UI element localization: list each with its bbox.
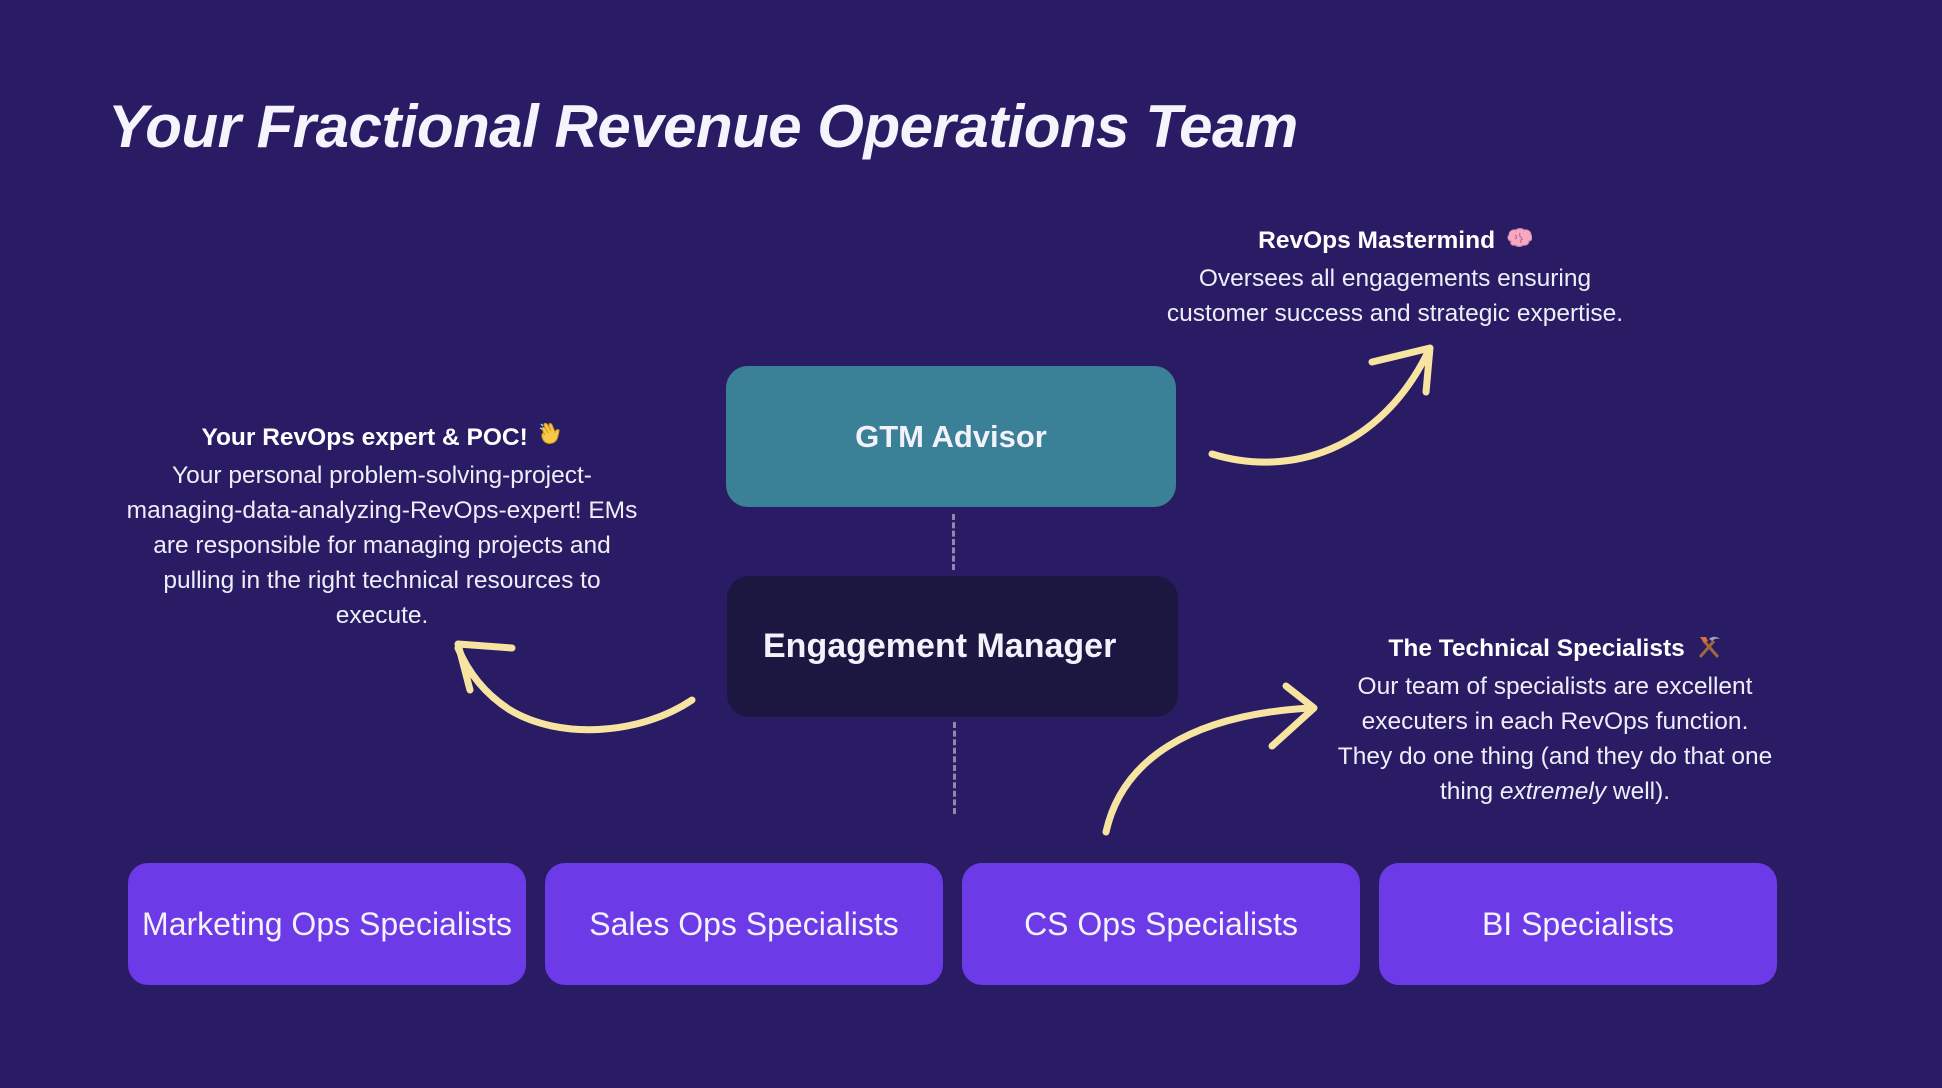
expert-note: Your RevOps expert & POC! Your personal …	[92, 420, 672, 633]
gtm-advisor-box: GTM Advisor	[726, 366, 1176, 507]
arrow-to-mastermind	[1208, 344, 1434, 466]
cs-ops-specialists-box: CS Ops Specialists	[962, 863, 1360, 985]
arrow-to-expert	[454, 640, 696, 734]
specialist-label: Sales Ops Specialists	[589, 905, 899, 942]
expert-text-4: pulling in the right technical resources…	[163, 567, 601, 594]
expert-text-1: Your personal problem-solving-project-	[172, 462, 592, 489]
technical-note: The Technical Specialists Our team of sp…	[1295, 631, 1815, 809]
mastermind-text-2: customer success and strategic expertise…	[1166, 300, 1624, 327]
engagement-manager-box: Engagement Manager	[727, 576, 1178, 717]
expert-heading: Your RevOps expert & POC!	[201, 424, 528, 451]
technical-text-2: executers in each RevOps function.	[1361, 708, 1749, 735]
mastermind-text-1: Oversees all engagements ensuring	[1198, 265, 1592, 292]
technical-text-4: thing extremely well).	[1439, 778, 1671, 805]
page-title: Your Fractional Revenue Operations Team	[108, 93, 1298, 160]
bi-specialists-box: BI Specialists	[1379, 863, 1777, 985]
technical-text-3: They do one thing (and they do that one	[1337, 743, 1773, 770]
sales-ops-specialists-box: Sales Ops Specialists	[545, 863, 943, 985]
connector-em-specialists	[953, 722, 956, 814]
waving-hand-icon	[539, 422, 563, 458]
specialist-label: BI Specialists	[1481, 905, 1675, 942]
mastermind-heading: RevOps Mastermind	[1258, 227, 1496, 254]
marketing-ops-specialists-box: Marketing Ops Specialists	[128, 863, 526, 985]
connector-gtm-em	[952, 514, 955, 570]
technical-text-1: Our team of specialists are excellent	[1357, 673, 1753, 700]
engagement-manager-label: Engagement Manager	[763, 627, 1117, 665]
specialist-label: Marketing Ops Specialists	[142, 905, 512, 942]
expert-text-2: managing-data-analyzing-RevOps-expert! E…	[126, 497, 638, 524]
gtm-advisor-label: GTM Advisor	[855, 418, 1047, 454]
brain-icon	[1506, 226, 1533, 261]
hammer-pick-icon	[1696, 634, 1722, 669]
specialist-label: CS Ops Specialists	[1024, 905, 1298, 942]
arrow-to-technical	[1102, 682, 1318, 836]
technical-heading: The Technical Specialists	[1388, 635, 1685, 662]
mastermind-note: RevOps Mastermind Oversees all engagemen…	[1110, 223, 1680, 331]
expert-text-3: are responsible for managing projects an…	[153, 532, 611, 559]
expert-text-5: execute.	[335, 602, 429, 629]
